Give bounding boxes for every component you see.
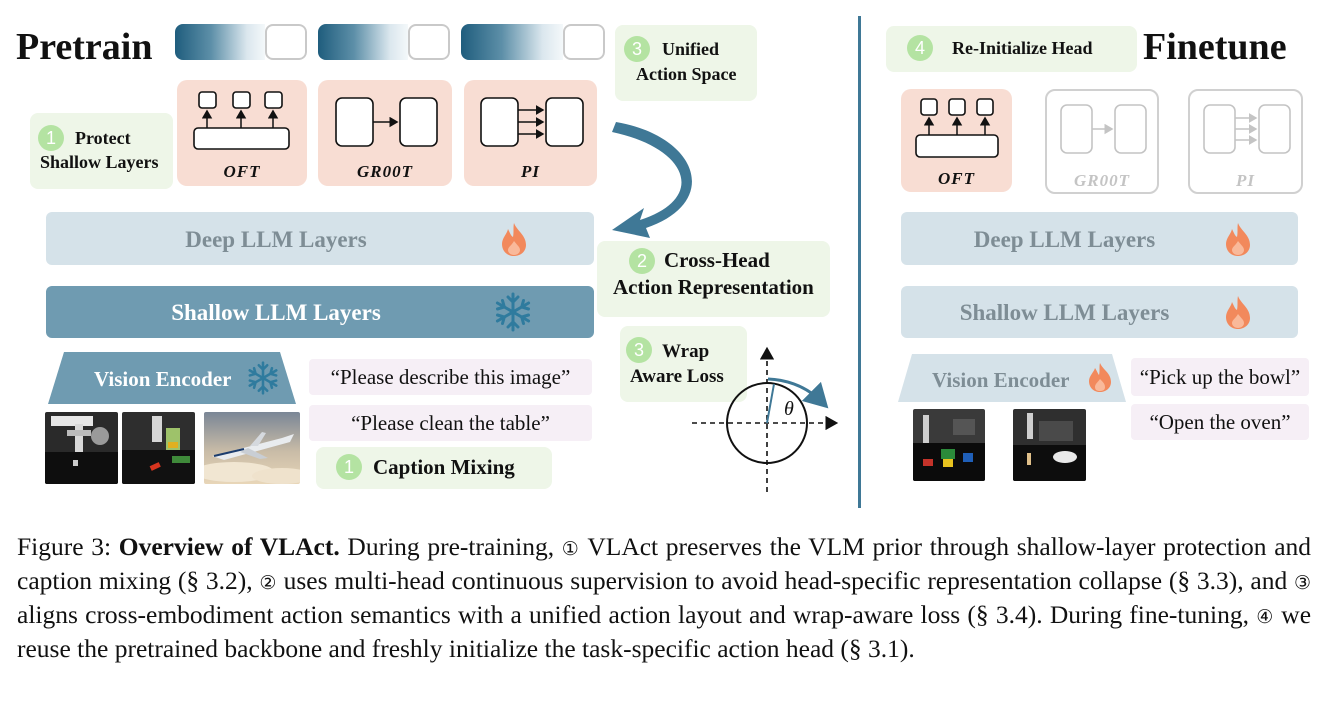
caption-text: we reuse the pretrained backbone and fre…	[17, 600, 1312, 663]
shallow-llm-layers: Shallow LLM Layers	[46, 286, 594, 338]
instruction-prompt: “Open the oven”	[1131, 404, 1309, 440]
figure-title: Overview of VLAct.	[118, 532, 340, 561]
unified-line2: Action Space	[636, 64, 737, 84]
action-token-bar	[175, 24, 307, 60]
deep-llm-layers: Deep LLM Layers	[901, 212, 1298, 265]
step-badge: 1	[38, 125, 64, 151]
step-badge: 1	[336, 454, 362, 480]
deep-llm-layers: Deep LLM Layers	[46, 212, 594, 265]
caption-mixing-note: 1 Caption Mixing	[316, 447, 552, 489]
vision-encoder-label: Vision Encoder	[94, 367, 232, 391]
vision-encoder-label: Vision Encoder	[932, 368, 1070, 392]
head-label-pi: PI	[1236, 171, 1255, 190]
head-label-gr00t: GR00T	[357, 162, 413, 181]
reinit-label: Re-Initialize Head	[952, 38, 1093, 58]
step-badge: 3	[624, 36, 650, 62]
caption-prompt: “Please describe this image”	[309, 359, 592, 395]
robot-image	[913, 409, 985, 481]
deep-llm-label: Deep LLM Layers	[185, 227, 367, 252]
head-label-pi: PI	[521, 162, 540, 181]
circled-number: ②	[259, 572, 277, 594]
flame-icon	[1226, 223, 1250, 256]
shallow-llm-label: Shallow LLM Layers	[171, 300, 381, 325]
head-card-pi-disabled: PI	[1188, 89, 1303, 194]
vision-encoder-shape	[898, 354, 1126, 402]
head-card-gr00t-disabled: GR00T	[1045, 89, 1159, 194]
vision-encoder-shape	[48, 352, 296, 404]
shallow-llm-label: Shallow LLM Layers	[959, 300, 1170, 325]
caption-text: aligns cross-embodiment action semantics…	[17, 600, 1249, 629]
step-badge: 3	[626, 337, 652, 363]
pi-head-diagram	[1203, 104, 1291, 154]
step-badge: 4	[907, 35, 933, 61]
robot-image	[122, 412, 195, 484]
wrap-aware-loss-note: 3 Wrap Aware Loss	[620, 326, 747, 402]
theta-label: θ	[784, 398, 794, 420]
caption-text: During pre-training,	[347, 532, 555, 561]
shallow-llm-layers: Shallow LLM Layers	[901, 286, 1298, 338]
pi-head-diagram	[480, 97, 584, 147]
flame-icon	[1089, 363, 1111, 392]
wrap-line1: Wrap	[662, 341, 710, 362]
reinitialize-head-note: 4 Re-Initialize Head	[886, 26, 1137, 72]
wrap-angle-diagram	[692, 346, 839, 492]
action-token-bar	[318, 24, 450, 60]
robot-image	[45, 412, 118, 484]
protect-line2: Shallow Layers	[40, 152, 159, 172]
instruction-prompt: “Please clean the table”	[309, 405, 592, 441]
figure-number: Figure 3:	[17, 532, 112, 561]
circled-number: ①	[561, 538, 581, 560]
protect-shallow-layers-note: 1 Protect Shallow Layers	[30, 113, 173, 189]
deep-llm-label: Deep LLM Layers	[973, 227, 1156, 252]
head-label-gr00t: GR00T	[1074, 171, 1130, 190]
cross-head-line1: Cross-Head	[664, 248, 770, 272]
figure-caption: Figure 3: Overview of VLAct. During pre-…	[17, 531, 1311, 665]
finetune-title: Finetune	[1143, 26, 1287, 68]
oft-head-diagram	[915, 98, 999, 158]
oft-head-diagram	[193, 91, 290, 150]
circled-number: ③	[1293, 572, 1312, 594]
pretrain-title: Pretrain	[16, 26, 153, 68]
circled-number: ④	[1256, 606, 1275, 628]
gr00t-head-diagram	[1060, 104, 1147, 154]
instruction-prompt: “Pick up the bowl”	[1131, 358, 1309, 396]
head-card-pi: PI	[464, 80, 597, 186]
cross-head-note: 2 Cross-Head Action Representation	[597, 241, 830, 317]
step-badge: 2	[629, 248, 655, 274]
caption-text: uses multi-head continuous supervision t…	[283, 566, 1288, 595]
panel-divider	[858, 16, 861, 508]
head-card-oft: OFT	[901, 89, 1012, 192]
head-label-oft: OFT	[938, 169, 975, 188]
snowflake-icon	[495, 292, 531, 332]
head-card-gr00t: GR00T	[318, 80, 452, 186]
action-token-bar	[461, 24, 605, 60]
cross-head-line2: Action Representation	[613, 275, 814, 299]
unified-action-space-note: 3 Unified Action Space	[615, 25, 757, 101]
gr00t-head-diagram	[335, 97, 438, 147]
snowflake-icon	[248, 361, 278, 395]
caption-text: VLAct preserves the VLM prior through sh…	[17, 532, 1312, 595]
flame-icon	[502, 223, 526, 256]
protect-line1: Protect	[75, 128, 131, 148]
flame-icon	[1226, 296, 1250, 329]
robot-image	[1013, 409, 1086, 481]
airplane-image	[204, 412, 300, 484]
caption-mixing-label: Caption Mixing	[373, 455, 515, 479]
head-label-oft: OFT	[223, 162, 261, 181]
curved-arrow-icon	[612, 122, 692, 238]
head-card-oft: OFT	[177, 80, 307, 186]
wrap-line2: Aware Loss	[630, 366, 724, 387]
unified-line1: Unified	[662, 39, 720, 59]
